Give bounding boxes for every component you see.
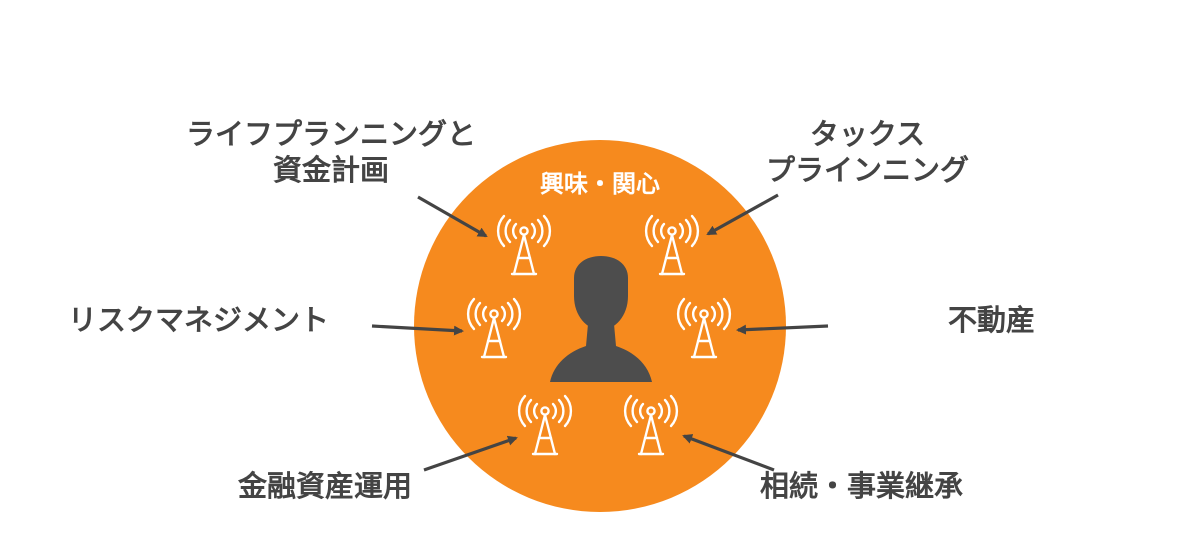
arrow-life-planning [417, 195, 488, 238]
topic-tax-planning-line1: タックス [809, 117, 926, 151]
topic-life-planning: ライフプランニングと 資金計画 [176, 116, 486, 188]
arrow-risk-management [371, 324, 464, 336]
topic-asset-management: 金融資産運用 [238, 468, 412, 504]
topic-inheritance-line1: 相続・事業継承 [760, 469, 964, 503]
center-title: 興味・関心 [540, 170, 660, 198]
topic-life-planning-line1: ライフプランニングと [185, 117, 476, 151]
topic-life-planning-line2: 資金計画 [272, 153, 389, 187]
topic-risk-management: リスクマネジメント [68, 302, 329, 338]
topic-tax-planning: タックス プラインニング [750, 116, 985, 188]
arrow-tax-planning [706, 193, 779, 236]
topic-risk-management-line1: リスクマネジメント [68, 303, 330, 337]
person-silhouette-icon [550, 256, 652, 382]
topic-asset-management-line1: 金融資産運用 [238, 469, 413, 503]
topic-real-estate: 不動産 [948, 302, 1035, 338]
topic-tax-planning-line2: プラインニング [765, 153, 969, 187]
arrow-asset-management [423, 435, 518, 472]
topic-inheritance: 相続・事業継承 [760, 468, 963, 504]
topic-real-estate-line1: 不動産 [948, 303, 1036, 337]
arrow-inheritance [682, 434, 775, 472]
arrow-real-estate [736, 324, 829, 335]
